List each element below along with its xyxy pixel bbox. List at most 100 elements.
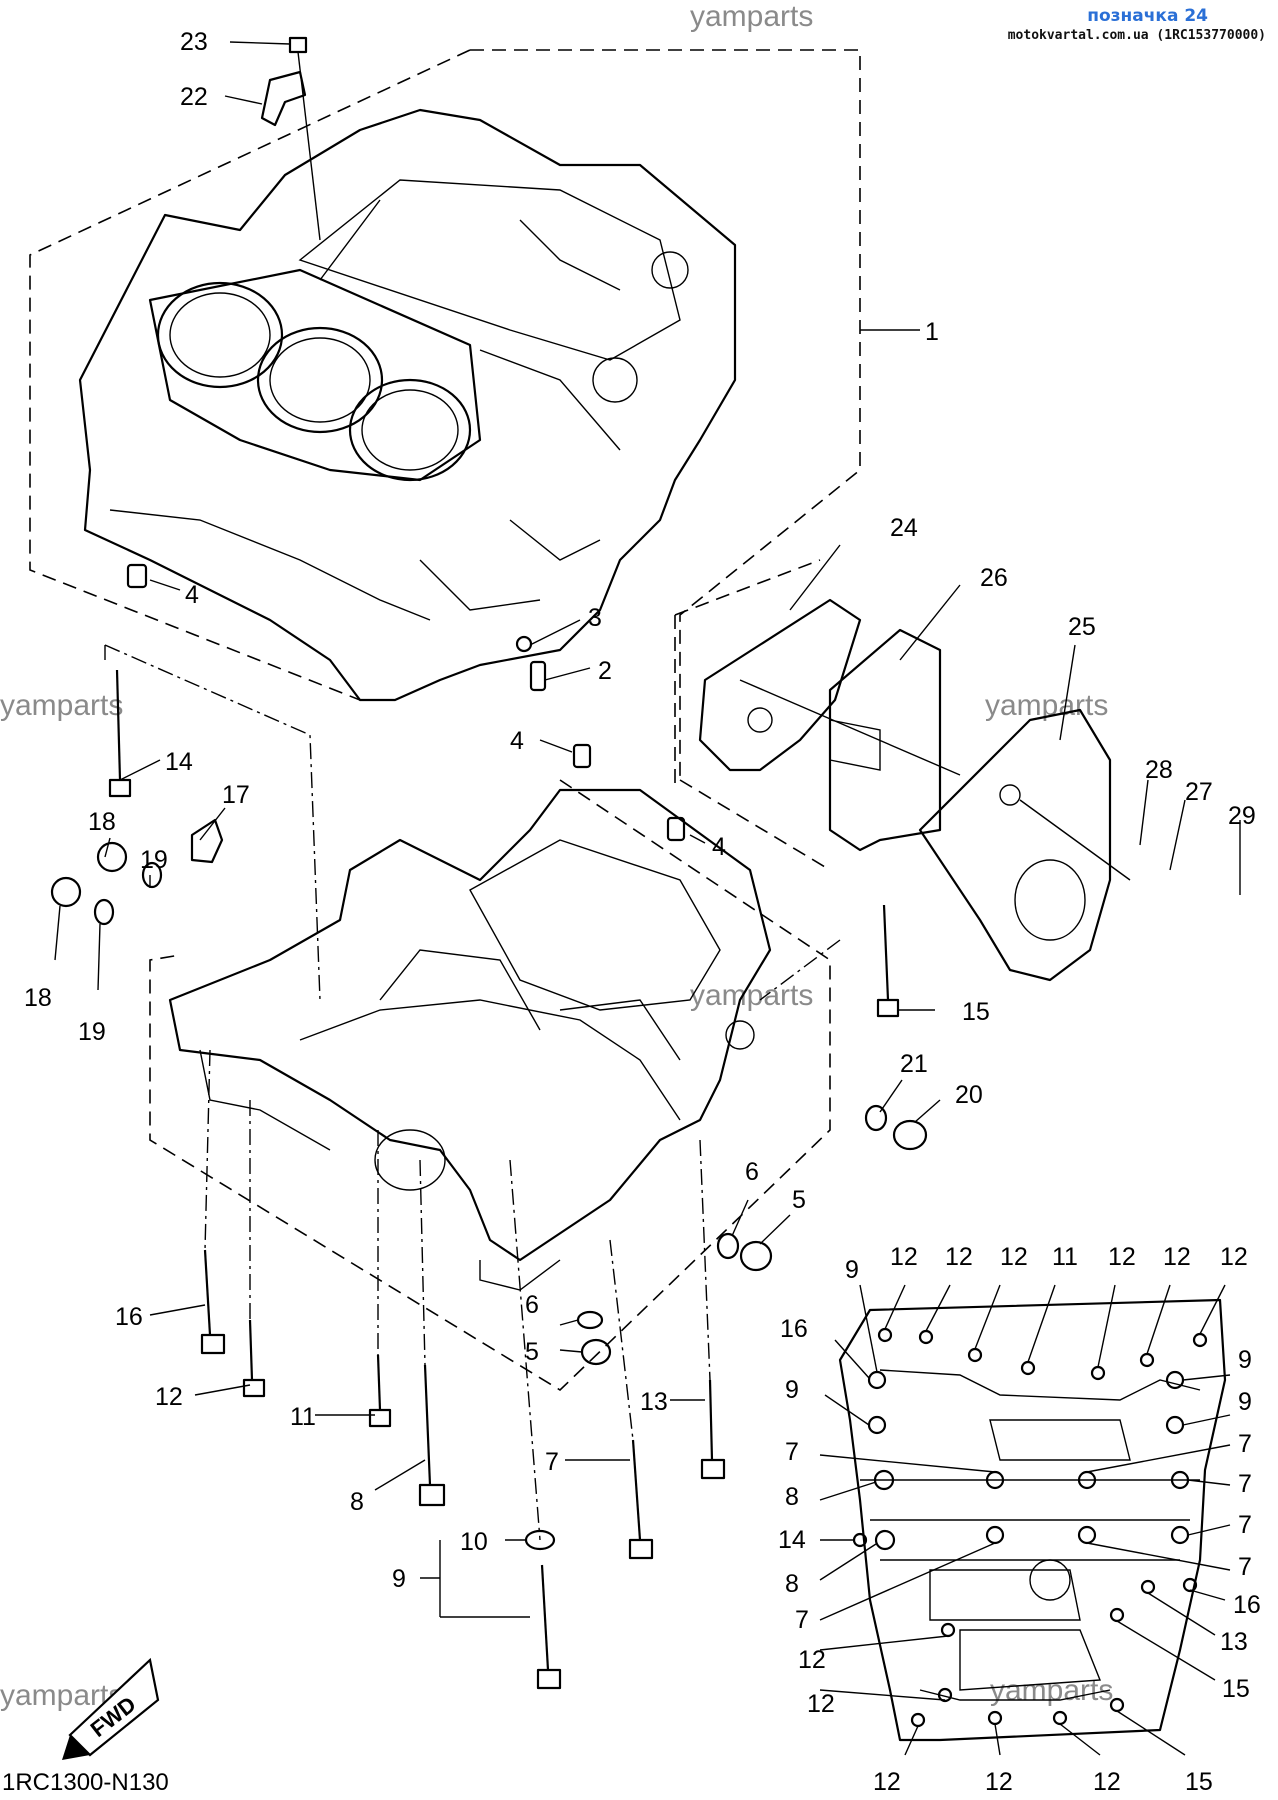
watermark-top: yamparts — [690, 0, 813, 33]
callout-5-lower: 5 — [525, 1338, 539, 1366]
oring-19-lower — [93, 898, 115, 926]
callout-15: 15 — [962, 998, 990, 1026]
callout-2: 2 — [598, 657, 612, 685]
inset-callout-top-5: 11 — [1052, 1243, 1078, 1271]
washer-3 — [515, 635, 533, 653]
callout-numbers: 1 2 3 4 4 4 5 5 6 6 7 8 9 10 11 12 13 14… — [24, 28, 1256, 1593]
cap-18-upper — [96, 841, 128, 873]
callout-3: 3 — [588, 604, 602, 632]
inset-callout-numbers: 9 12 12 12 11 12 12 12 16 9 7 8 14 8 7 1… — [778, 1243, 1261, 1796]
callout-6-lower: 6 — [525, 1291, 539, 1319]
callout-16: 16 — [115, 1303, 143, 1331]
inset-callout-right-3: 7 — [1238, 1430, 1252, 1458]
callout-29: 29 — [1228, 802, 1256, 830]
callout-5-upper: 5 — [792, 1186, 806, 1214]
cover-25 — [918, 708, 1112, 982]
oring-6-upper — [716, 1232, 740, 1260]
callout-4-right: 4 — [712, 833, 726, 861]
gasket-24 — [698, 598, 862, 772]
inset-callout-left-8: 12 — [798, 1646, 826, 1674]
callout-25: 25 — [1068, 613, 1096, 641]
diagram-code: 1RC1300-N130 — [2, 1769, 169, 1796]
header-title-link[interactable]: позначка 24 — [1087, 6, 1208, 26]
inset-callout-left-4: 8 — [785, 1483, 799, 1511]
header-source-text: motokvartal.com.ua (1RC153770000) — [1007, 28, 1266, 43]
inset-callout-top-7: 12 — [1163, 1243, 1191, 1271]
callout-12: 12 — [155, 1383, 183, 1411]
inset-callout-left-9: 12 — [807, 1690, 835, 1718]
inset-callout-left-1: 16 — [780, 1315, 808, 1343]
lower-crankcase-frame — [149, 779, 831, 1392]
upper-crankcase-frame — [29, 49, 861, 780]
bracket-22 — [260, 70, 307, 127]
callout-leaders — [54, 41, 1241, 1618]
callout-4-upper: 4 — [185, 581, 199, 609]
watermark-middle: yamparts — [690, 979, 813, 1012]
dowel-4-upper — [126, 563, 148, 589]
inset-callout-top-4: 12 — [1000, 1243, 1028, 1271]
callout-23: 23 — [180, 28, 208, 56]
callout-17: 17 — [222, 781, 250, 809]
seal-17 — [190, 818, 224, 864]
inset-callout-right-7: 16 — [1233, 1591, 1261, 1619]
inset-callout-right-2: 9 — [1238, 1388, 1252, 1416]
upper-crankcase — [78, 108, 737, 702]
inset-callout-right-1: 9 — [1238, 1346, 1252, 1374]
plug-5-upper — [739, 1240, 773, 1272]
callout-6-upper: 6 — [745, 1158, 759, 1186]
bolt-layout-inset — [838, 1298, 1227, 1742]
bolt-11 — [368, 1354, 392, 1428]
inset-callout-right-5: 7 — [1238, 1511, 1252, 1539]
inset-callout-left-6: 8 — [785, 1570, 799, 1598]
callout-18-lower: 18 — [24, 984, 52, 1012]
bolt-23 — [288, 36, 321, 241]
inset-callout-left-5: 14 — [778, 1526, 806, 1554]
plug-2 — [529, 660, 547, 692]
inset-leaders — [819, 1284, 1231, 1756]
cap-18-lower — [50, 876, 82, 908]
bolt-9 — [536, 1564, 562, 1690]
plug-5-lower — [580, 1338, 612, 1366]
inset-callout-right-4: 7 — [1238, 1470, 1252, 1498]
oring-6-lower — [576, 1310, 604, 1330]
inset-callout-top-2: 12 — [890, 1243, 918, 1271]
callout-26: 26 — [980, 564, 1008, 592]
watermark-left: yamparts — [0, 689, 123, 722]
callout-19-lower: 19 — [78, 1018, 106, 1046]
callout-19-upper: 19 — [140, 846, 168, 874]
callout-13: 13 — [640, 1388, 668, 1416]
bolt-15-upper — [876, 904, 900, 1018]
inset-callout-left-3: 7 — [785, 1438, 799, 1466]
inset-callout-bottom-2: 12 — [985, 1768, 1013, 1796]
callout-27: 27 — [1185, 778, 1213, 806]
oring-19-upper — [141, 861, 163, 889]
dowel-4-mid — [572, 743, 592, 769]
callout-22: 22 — [180, 83, 208, 111]
gasket-26 — [828, 628, 942, 852]
callout-1: 1 — [925, 318, 939, 346]
inset-callout-top-8: 12 — [1220, 1243, 1248, 1271]
dowel-4-right — [666, 816, 686, 842]
callout-14: 14 — [165, 748, 193, 776]
inset-callout-bottom-4: 15 — [1185, 1768, 1213, 1796]
callout-10: 10 — [460, 1528, 488, 1556]
callout-8: 8 — [350, 1488, 364, 1516]
bolt-12-left — [242, 1319, 266, 1398]
bolt-7 — [628, 1439, 654, 1560]
lower-crankcase — [168, 788, 772, 1291]
bolt-8 — [418, 1364, 446, 1507]
bolt-13 — [700, 1379, 726, 1480]
inset-callout-top-1: 9 — [845, 1256, 859, 1284]
inset-callout-left-7: 7 — [795, 1606, 809, 1634]
callout-28: 28 — [1145, 756, 1173, 784]
callout-20: 20 — [955, 1081, 983, 1109]
callout-18-upper: 18 — [88, 808, 116, 836]
inset-callout-bottom-3: 12 — [1093, 1768, 1121, 1796]
callout-4-middle: 4 — [510, 727, 524, 755]
callout-11: 11 — [290, 1403, 316, 1431]
inset-callout-top-6: 12 — [1108, 1243, 1136, 1271]
callout-9: 9 — [392, 1565, 406, 1593]
inset-callout-left-2: 9 — [785, 1376, 799, 1404]
inset-callout-right-6: 7 — [1238, 1553, 1252, 1581]
